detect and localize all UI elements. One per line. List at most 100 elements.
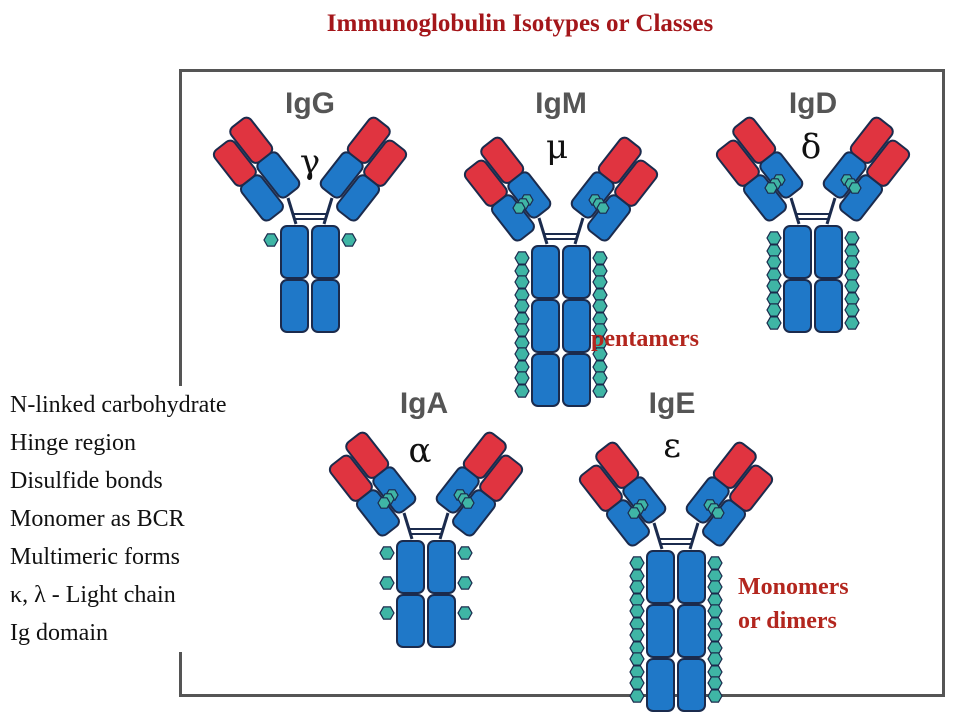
- hinge-line: [537, 217, 549, 245]
- light-variable-domain: [614, 159, 659, 207]
- n-linked-carbohydrate: [766, 303, 782, 317]
- isotype-label: IgM: [535, 87, 587, 120]
- feature-item: Monomer as BCR: [10, 506, 185, 532]
- n-linked-carbohydrate: [592, 371, 608, 385]
- n-linked-carbohydrate: [514, 288, 530, 302]
- n-linked-carbohydrate: [514, 360, 530, 374]
- fc-domain: [396, 540, 425, 594]
- fc-domain: [646, 604, 675, 658]
- fc-domain: [280, 279, 309, 333]
- heavy-variable-domain: [732, 116, 777, 164]
- fc-domain: [783, 225, 812, 279]
- hinge-line: [286, 197, 298, 225]
- monomers-note: Monomers or dimers: [738, 570, 849, 638]
- heavy-variable-domain: [712, 441, 757, 489]
- hinge-carbohydrate: [512, 202, 526, 214]
- n-linked-carbohydrate: [263, 233, 279, 247]
- n-linked-carbohydrate: [766, 316, 782, 330]
- heavy-variable-domain: [462, 431, 507, 479]
- n-linked-carbohydrate: [707, 604, 723, 618]
- n-linked-carbohydrate: [707, 569, 723, 583]
- n-linked-carbohydrate: [707, 689, 723, 703]
- isotype-label: IgA: [400, 387, 448, 420]
- feature-item: Multimeric forms: [10, 544, 180, 570]
- hinge-line: [322, 197, 334, 225]
- fc-domain: [677, 658, 706, 712]
- light-variable-domain: [479, 454, 524, 502]
- n-linked-carbohydrate: [844, 268, 860, 282]
- hinge-carbohydrate: [711, 507, 725, 519]
- n-linked-carbohydrate: [629, 676, 645, 690]
- n-linked-carbohydrate: [766, 268, 782, 282]
- n-linked-carbohydrate: [514, 264, 530, 278]
- n-linked-carbohydrate: [766, 255, 782, 269]
- n-linked-carbohydrate: [514, 347, 530, 361]
- n-linked-carbohydrate: [707, 617, 723, 631]
- page-title: Immunoglobulin Isotypes or Classes: [326, 10, 714, 37]
- n-linked-carbohydrate: [592, 299, 608, 313]
- n-linked-carbohydrate: [629, 652, 645, 666]
- fc-domain: [427, 594, 456, 648]
- n-linked-carbohydrate: [592, 384, 608, 398]
- heavy-chain-symbol: ε: [663, 426, 681, 466]
- n-linked-carbohydrate: [707, 652, 723, 666]
- light-variable-domain: [866, 139, 911, 187]
- n-linked-carbohydrate: [844, 231, 860, 245]
- n-linked-carbohydrate: [844, 255, 860, 269]
- n-linked-carbohydrate: [629, 628, 645, 642]
- feature-item: κ, λ - Light chain: [10, 582, 176, 608]
- n-linked-carbohydrate: [707, 556, 723, 570]
- n-linked-carbohydrate: [592, 288, 608, 302]
- isotype-label: IgG: [285, 87, 335, 120]
- fc-domain: [562, 245, 591, 299]
- light-variable-domain: [729, 464, 774, 512]
- n-linked-carbohydrate: [592, 275, 608, 289]
- light-variable-domain: [363, 139, 408, 187]
- hinge-carbohydrate: [848, 182, 862, 194]
- n-linked-carbohydrate: [766, 244, 782, 258]
- n-linked-carbohydrate: [629, 556, 645, 570]
- n-linked-carbohydrate: [629, 604, 645, 618]
- hinge-line: [688, 522, 700, 550]
- antibody-iga: IgA α: [328, 387, 524, 648]
- n-linked-carbohydrate: [844, 292, 860, 306]
- n-linked-carbohydrate: [514, 251, 530, 265]
- hinge-carbohydrate: [461, 497, 475, 509]
- heavy-chain-symbol: α: [409, 431, 432, 471]
- fc-domain: [677, 550, 706, 604]
- fc-domain: [531, 353, 560, 407]
- n-linked-carbohydrate: [514, 312, 530, 326]
- n-linked-carbohydrate: [707, 580, 723, 594]
- n-linked-carbohydrate: [514, 299, 530, 313]
- fc-domain: [646, 550, 675, 604]
- fc-domain: [562, 353, 591, 407]
- n-linked-carbohydrate: [766, 231, 782, 245]
- fc-domain: [531, 299, 560, 353]
- feature-item: Disulfide bonds: [10, 468, 163, 494]
- monomers-note-line2: or dimers: [738, 608, 837, 634]
- light-variable-domain: [463, 159, 508, 207]
- monomers-note-line1: Monomers: [738, 574, 849, 600]
- n-linked-carbohydrate: [707, 676, 723, 690]
- light-variable-domain: [328, 454, 373, 502]
- hinge-line: [789, 197, 801, 225]
- light-variable-domain: [212, 139, 257, 187]
- n-linked-carbohydrate: [592, 251, 608, 265]
- n-linked-carbohydrate: [514, 384, 530, 398]
- pentamers-note: pentamers: [591, 326, 699, 352]
- n-linked-carbohydrate: [629, 569, 645, 583]
- fc-domain: [311, 279, 340, 333]
- heavy-variable-domain: [346, 116, 391, 164]
- light-variable-domain: [715, 139, 760, 187]
- fc-domain: [783, 279, 812, 333]
- feature-list: N-linked carbohydrate Hinge region Disul…: [10, 386, 233, 652]
- n-linked-carbohydrate: [707, 628, 723, 642]
- n-linked-carbohydrate: [844, 316, 860, 330]
- fc-domain: [427, 540, 456, 594]
- n-linked-carbohydrate: [379, 546, 395, 560]
- light-variable-domain: [578, 464, 623, 512]
- fc-domain: [646, 658, 675, 712]
- heavy-chain-symbol: δ: [801, 127, 821, 167]
